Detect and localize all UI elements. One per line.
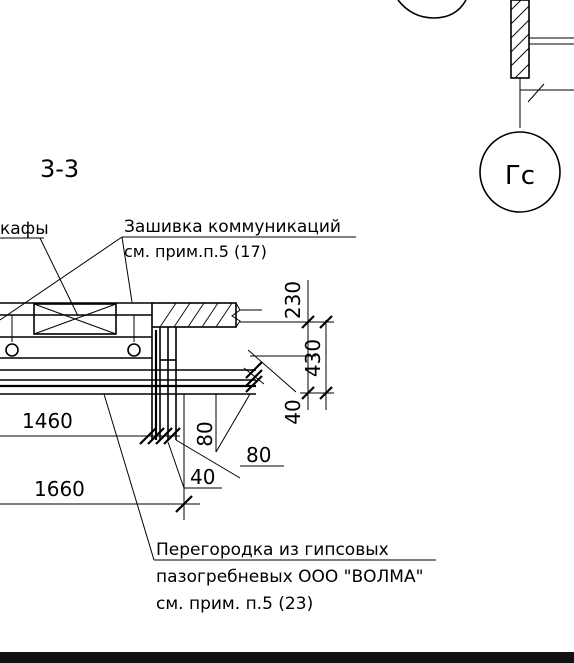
axis-label: Гс	[505, 161, 535, 191]
cabinet-section	[0, 302, 152, 359]
partition-label-line1: Перегородка из гипсовых	[156, 540, 389, 560]
partial-axis-bubble	[397, 0, 467, 19]
dim-1660: 1660	[34, 477, 85, 501]
dim-40-bottom: 40	[190, 465, 215, 489]
horizontal-dimensions	[0, 394, 200, 520]
sheathing-label-line1: Зашивка коммуникаций	[124, 217, 341, 237]
axis-bubble-gs: Гс	[479, 131, 561, 213]
dim-430: 430	[301, 339, 325, 377]
hatched-wall-block	[151, 302, 330, 328]
sheathing-leader	[121, 236, 133, 303]
cabinet-box	[33, 303, 117, 335]
dim-1460: 1460	[22, 409, 73, 433]
bottom-small-dimensions	[167, 393, 284, 489]
partition-label-line3: см. прим. п.5 (23)	[156, 594, 313, 614]
leader-80	[175, 439, 241, 479]
dim-80-horizontal: 80	[246, 443, 271, 467]
axis-circle	[479, 131, 561, 213]
top-right-wall-fragment	[397, 0, 574, 128]
bottom-border-bar	[0, 652, 574, 663]
partition-layers	[0, 327, 256, 440]
cabinets-label: кафы	[0, 219, 49, 239]
dim-230: 230	[281, 281, 305, 319]
wall-hatching	[510, 0, 530, 79]
pipe-right	[127, 343, 141, 357]
dim-80-vertical: 80	[193, 421, 217, 446]
partition-leader	[103, 393, 155, 561]
section-title: 3-3	[40, 155, 79, 183]
pipe-left	[5, 343, 19, 357]
dim-40-right: 40	[281, 399, 305, 424]
sheathing-label-line2: см. прим.п.5 (17)	[124, 242, 267, 261]
partition-label-line2: пазогребневых ООО "ВОЛМА"	[156, 567, 423, 587]
right-dimension-chain	[243, 280, 334, 410]
